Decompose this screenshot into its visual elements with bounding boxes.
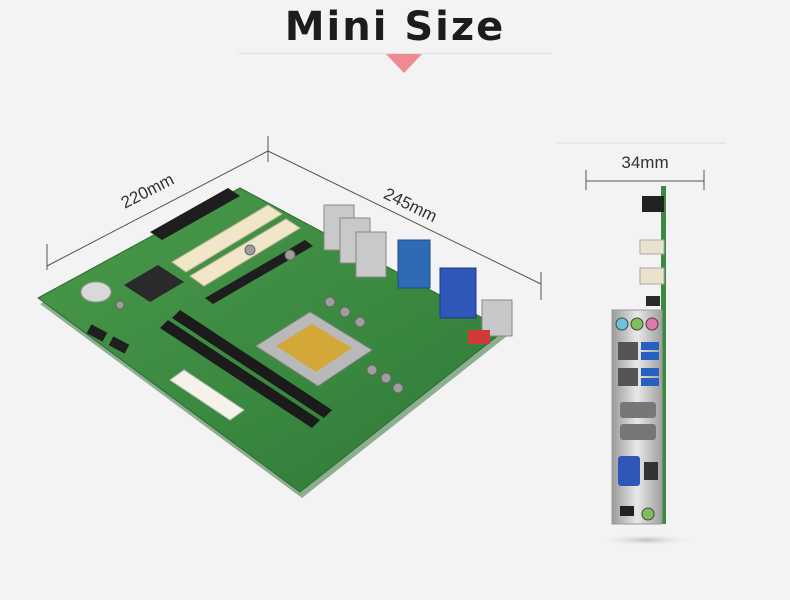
motherboard-image <box>37 187 513 498</box>
page-title: Mini Size <box>284 4 506 50</box>
rear-io-side-view <box>598 186 694 546</box>
height-label: 34mm <box>621 153 668 172</box>
title-divider <box>238 53 552 54</box>
title-arrow-icon <box>386 54 422 73</box>
width-label: 245mm <box>381 184 440 226</box>
depth-label: 220mm <box>118 170 177 213</box>
height-dimension: 34mm <box>555 142 726 190</box>
